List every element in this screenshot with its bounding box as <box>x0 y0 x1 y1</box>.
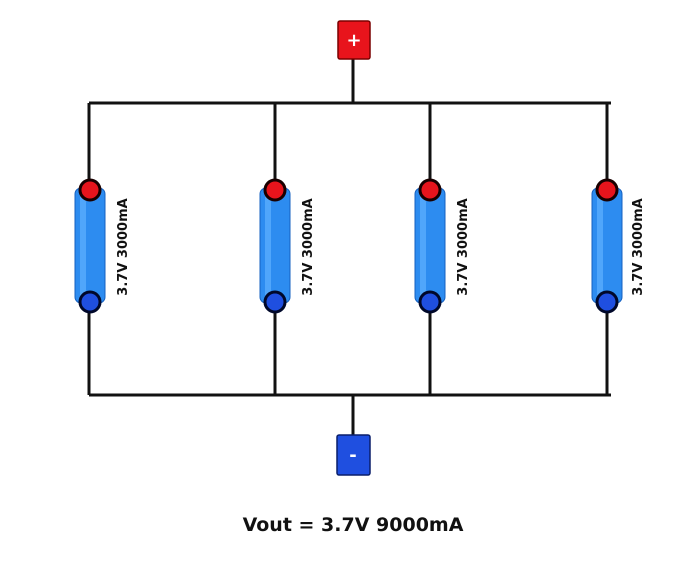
cell-4-positive-node <box>595 178 619 202</box>
negative-terminal: - <box>336 434 371 476</box>
wiring <box>87 58 611 435</box>
cell-3-negative-node <box>418 290 442 314</box>
cell-1-negative-node <box>78 290 102 314</box>
battery-cell-4: 3.7V 3000mA <box>591 178 646 314</box>
cell-3-rating-label: 3.7V 3000mA <box>456 198 471 295</box>
cell-4-highlight <box>597 194 603 298</box>
cell-2-rating-label: 3.7V 3000mA <box>301 198 316 295</box>
cell-4-negative-node <box>595 290 619 314</box>
cell-4-rating-label: 3.7V 3000mA <box>631 198 646 295</box>
cell-2-highlight <box>265 194 271 298</box>
positive-terminal-symbol: + <box>346 30 361 51</box>
cell-1-highlight <box>80 194 86 298</box>
cell-2-positive-node <box>263 178 287 202</box>
cell-2-body <box>259 187 291 304</box>
cell-1-body <box>74 187 106 304</box>
battery-cell-1: 3.7V 3000mA <box>74 178 131 314</box>
battery-cell-3: 3.7V 3000mA <box>414 178 471 314</box>
negative-terminal-symbol: - <box>349 445 356 466</box>
cell-1-positive-node <box>78 178 102 202</box>
battery-cell-2: 3.7V 3000mA <box>259 178 316 314</box>
cell-3-body <box>414 187 446 304</box>
cell-3-highlight <box>420 194 426 298</box>
cell-4-body <box>591 187 623 304</box>
output-rating-label: Vout = 3.7V 9000mA <box>243 514 464 536</box>
cell-3-positive-node <box>418 178 442 202</box>
positive-terminal: + <box>337 20 371 60</box>
cell-2-negative-node <box>263 290 287 314</box>
cell-1-rating-label: 3.7V 3000mA <box>116 198 131 295</box>
